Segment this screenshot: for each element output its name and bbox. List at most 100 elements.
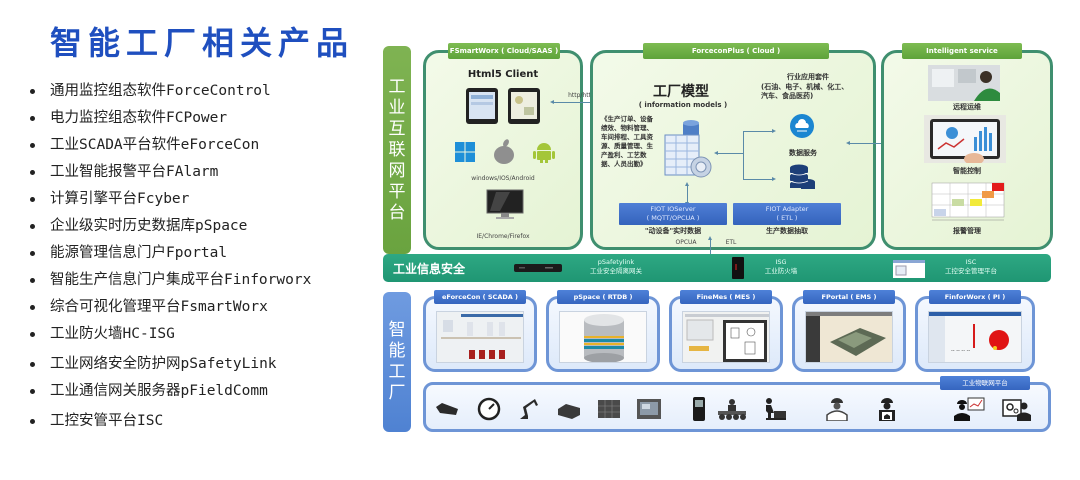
to-suite-arrow [743, 129, 776, 133]
monitor-icon [486, 189, 524, 219]
gauge-icon [477, 397, 501, 421]
product-item: 企业级实时历史数据库pSpace [28, 215, 311, 242]
ioserver-name: FIOT IOServer [650, 205, 696, 213]
cloud-saas-panel: FSmartWorx ( Cloud/SAAS ) Html5 Client [423, 43, 583, 250]
model-items-text: 《生产订单、设备绩效、物料管理、车间排程、工具资源、质量管理、生产盈利、工艺数据… [601, 115, 653, 168]
adapter-name: FIOT Adapter [765, 205, 809, 213]
security-item-name: ISC [965, 258, 977, 266]
label-char: 台 [388, 202, 406, 223]
product-item: 工业防火墙HC-ISG [28, 323, 311, 350]
product-item: 通用监控组态软件ForceControl [28, 80, 311, 107]
product-item: 工控安管平台ISC [28, 410, 311, 437]
browser-caption: IE/Chrome/Firefox [476, 233, 530, 240]
security-bar-title: 工业信息安全 [393, 262, 466, 276]
security-item-psafetylink: pSafetylink 工业安全隔离网关 [581, 258, 651, 276]
security-item-isg: ISG 工业防火墙 [751, 258, 811, 276]
fiot-ioserver-box: FIOT IOServer ( MQTT/OPCUA ) [619, 203, 727, 225]
label-char: 网 [388, 160, 406, 181]
fportal-panel: FPortal ( EMS ) [792, 290, 906, 372]
product-item: 工业SCADA平台软件eForceCon [28, 134, 311, 161]
forklift-worker-icon [766, 398, 786, 420]
iot-device-bar: 工业物联网平台 [423, 376, 1051, 432]
safetylink-gateway-icon [514, 264, 562, 272]
alarm-matrix-chart [931, 182, 1005, 221]
ems-screen-image [805, 311, 893, 363]
pspace-panel: pSpace ( RTDB ) [546, 290, 660, 372]
security-item-isc: ISC 工控安全管理平台 [931, 258, 1011, 276]
label-char: 能 [388, 341, 406, 361]
smart-factory-label: 智 能 工 厂 [383, 292, 411, 432]
tablet-devices-icon [466, 88, 540, 124]
remote-ops-image [928, 65, 1000, 101]
scada-screen-image [436, 311, 524, 363]
product-item: 工业智能报警平台FAlarm [28, 161, 311, 188]
service-connector-line [743, 131, 744, 179]
label-char: 业 [388, 97, 406, 118]
hmi-panel-icon [637, 399, 661, 419]
label-char: 工 [388, 362, 406, 382]
io-module-icon [598, 400, 620, 418]
page-title: 智能工厂相关产品 [50, 24, 355, 62]
robot-arm-icon [520, 399, 538, 419]
inspector-icon [879, 398, 895, 421]
forcecon-plus-tab: ForceconPlus ( Cloud ) [643, 43, 829, 59]
analyst-icon [954, 397, 985, 421]
product-list: 通用监控组态软件ForceControl 电力监控组态软件FCPower 工业S… [28, 80, 311, 437]
industry-suite-title: 行业应用套件 [787, 73, 829, 81]
ioserver-protocol: ( MQTT/OPCUA ) [646, 214, 700, 222]
security-item-desc: 工控安全管理平台 [945, 267, 997, 275]
adapter-caption: 生产数据抽取 [766, 227, 808, 235]
model-ioserver-arrow [685, 182, 689, 206]
service-to-model-arrow [714, 151, 743, 155]
smart-control-image [924, 115, 1006, 163]
service-item-label: 远程运维 [953, 103, 981, 111]
product-item: 计算引擎平台Fcyber [28, 188, 311, 215]
android-icon [533, 143, 555, 163]
service-item-label: 报警管理 [953, 227, 981, 235]
data-service-label: 数据服务 [789, 149, 817, 157]
finforworx-tab: FinforWorx ( PI ) [929, 290, 1021, 304]
http-link-label: http/https [568, 92, 598, 99]
fportal-tab: FPortal ( EMS ) [803, 290, 895, 304]
html5-client-heading: Html5 Client [467, 69, 539, 80]
security-item-name: pSafetylink [597, 258, 635, 266]
firewall-device-icon [732, 257, 744, 279]
finemes-panel: FineMes ( MES ) [669, 290, 783, 372]
mes-screen-image [682, 311, 770, 363]
factory-model-title: 工厂模型 [653, 84, 709, 100]
to-data-service-arrow [743, 177, 776, 181]
svg-text:-- -- -- --: -- -- -- -- [951, 348, 970, 354]
service-item-label: 智能控制 [953, 167, 981, 175]
rtdb-database-image [559, 311, 647, 363]
eforcecon-tab: eForceCon ( SCADA ) [434, 290, 526, 304]
os-caption: windows/IOS/Android [471, 175, 535, 182]
finemes-tab: FineMes ( MES ) [680, 290, 772, 304]
engineer-icon [826, 398, 848, 421]
security-item-name: ISG [775, 258, 787, 266]
architecture-diagram: 工 业 互 联 网 平 台 智 能 工 厂 FSmartWorx ( Cloud… [383, 42, 1063, 437]
product-item: 电力监控组态软件FCPower [28, 107, 311, 134]
factory-model-subtitle: ( information models ) [638, 101, 728, 109]
isc-screen-icon [893, 260, 925, 278]
product-item: 工业网络安全防护网pSafetyLink [28, 353, 311, 380]
pspace-tab: pSpace ( RTDB ) [557, 290, 649, 304]
opcua-label: OPCUA [675, 239, 697, 246]
iiot-platform-label: 工 业 互 联 网 平 台 [383, 46, 411, 254]
security-item-desc: 工业防火墙 [764, 267, 798, 275]
eforcecon-panel: eForceCon ( SCADA ) [423, 290, 537, 372]
security-item-desc: 工业安全隔离网关 [590, 267, 642, 275]
intelligent-service-panel: Intelligent service 远程运维 智能控制 [881, 43, 1053, 250]
forcecon-plus-panel: ForceconPlus ( Cloud ) 工厂模型 ( informatio… [590, 43, 876, 261]
label-char: 工 [388, 76, 406, 97]
etl-label: ETL [725, 239, 737, 246]
pi-screen-image: -- -- -- -- [928, 311, 1022, 363]
industrial-security-bar: 工业信息安全 pSafetylink 工业安全隔离网关 ISG 工业防火墙 IS… [383, 254, 1051, 282]
handheld-meter-icon [693, 397, 705, 421]
conveyor-icon [718, 399, 746, 420]
fiot-adapter-box: FIOT Adapter ( ETL ) [733, 203, 841, 225]
database-stack-icon [789, 164, 815, 189]
security-to-cloud-arrow [708, 236, 712, 261]
label-char: 智 [388, 320, 406, 340]
controller-icon [558, 404, 580, 419]
cloud-service-icon [790, 114, 814, 138]
